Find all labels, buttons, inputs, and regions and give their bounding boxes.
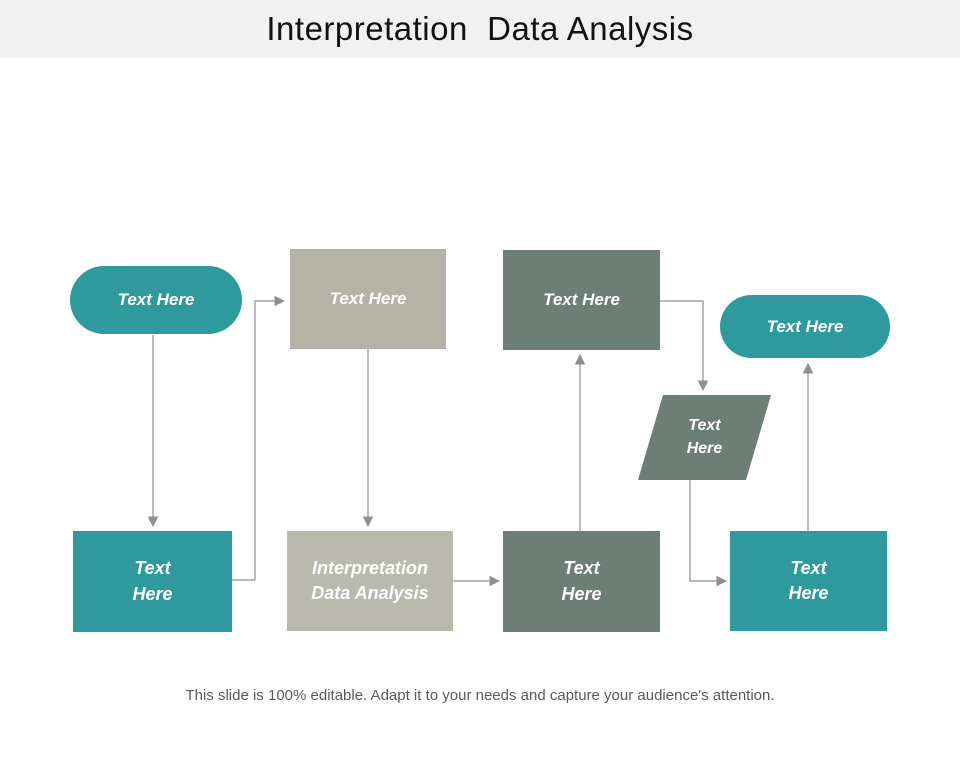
flowchart-node-rect-bottom-slate[interactable]: Text Here bbox=[503, 531, 660, 632]
flowchart-node-rect-bottom-teal-right[interactable]: Text Here bbox=[730, 531, 887, 631]
node-label: Text Here bbox=[788, 557, 829, 603]
connector-rect3-to-parallelogram bbox=[660, 300, 709, 392]
slide-title-band: Interpretation Data Analysis bbox=[0, 0, 960, 58]
node-label: Text Here bbox=[686, 417, 723, 457]
node-label: Text Here bbox=[132, 558, 173, 604]
flowchart-node-rect-bottom-sage[interactable]: Interpretation Data Analysis bbox=[287, 531, 453, 631]
flowchart-node-rect-bottom-teal-left[interactable]: Text Here bbox=[73, 531, 232, 632]
flowchart-node-pill-top-left[interactable]: Text Here bbox=[70, 266, 242, 334]
node-label: Text Here bbox=[543, 290, 620, 310]
flowchart-node-pill-top-right[interactable]: Text Here bbox=[720, 295, 890, 358]
flowchart-node-parallelogram[interactable]: Text Here bbox=[638, 395, 771, 480]
connector-rect6-to-rect2 bbox=[232, 295, 286, 581]
node-label: Text Here bbox=[561, 558, 602, 604]
node-label: Text Here bbox=[766, 316, 844, 336]
connector-parallelogram-to-rect9 bbox=[689, 480, 728, 587]
flowchart-canvas: Text Here Text Here Text Here Text Here … bbox=[0, 58, 960, 720]
node-label: Interpretation Data Analysis bbox=[311, 557, 429, 603]
flowchart-node-rect-top-sage[interactable]: Text Here bbox=[290, 249, 446, 349]
node-label: Text Here bbox=[329, 289, 407, 309]
connector-arrows bbox=[147, 295, 814, 587]
slide-title: Interpretation Data Analysis bbox=[266, 10, 694, 47]
slide-footer-note: This slide is 100% editable. Adapt it to… bbox=[185, 687, 775, 704]
flowchart-node-rect-top-slate[interactable]: Text Here bbox=[503, 250, 660, 350]
node-label: Text Here bbox=[117, 290, 195, 310]
